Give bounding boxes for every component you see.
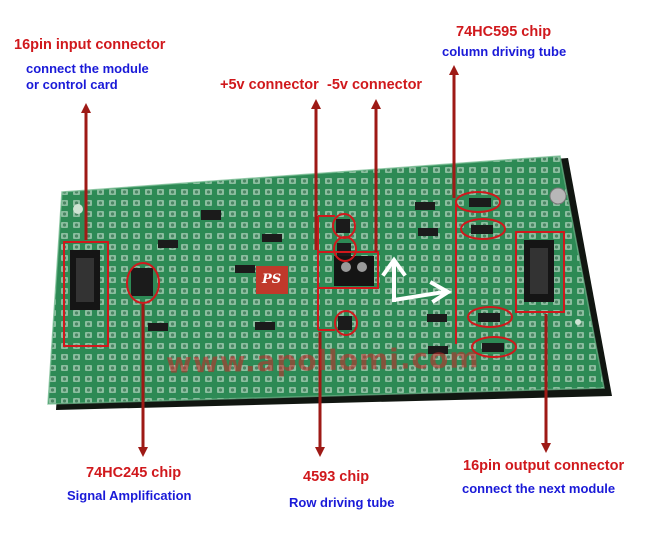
chip-74hc595 (478, 313, 500, 322)
smd-chip (148, 323, 168, 331)
output-connector-desc: connect the next module (462, 481, 616, 496)
chip-245-desc: Signal Amplification (67, 488, 192, 503)
chip-4593 (336, 219, 350, 233)
output-connector-box (515, 231, 565, 313)
minus5v-label: -5v connector (327, 77, 423, 93)
input-connector (70, 250, 100, 310)
board-logo-text: PS (262, 272, 282, 287)
chip-74hc245 (131, 268, 153, 296)
smd-chip (235, 265, 255, 273)
chip-245-title: 74HC245 chip (86, 465, 182, 481)
chip-595-ellipse (460, 218, 506, 240)
smd-chip (158, 240, 178, 248)
scan-direction-arrows (381, 256, 452, 304)
power-connector-box (317, 251, 379, 289)
chip-74hc595 (471, 225, 493, 234)
screw-post (549, 187, 567, 205)
chip-group (131, 198, 504, 354)
chip-74hc595 (482, 343, 504, 352)
output-connector (524, 240, 554, 302)
chip-595-title: 74HC595 chip (456, 24, 552, 40)
highlight-marks (63, 191, 565, 358)
input-connector-box (63, 241, 109, 347)
smd-chip (418, 228, 438, 236)
smd-chip (428, 346, 448, 354)
chip-4593-ellipse (334, 310, 358, 336)
input-connector-desc-1: connect the module (26, 61, 149, 76)
chip-4593 (337, 243, 351, 257)
output-connector-title: 16pin output connector (463, 458, 625, 474)
chip-595-ellipse (467, 306, 513, 328)
watermark: www.apollomi.com (165, 341, 480, 380)
input-connector-title: 16pin input connector (14, 37, 166, 53)
smd-chip (427, 314, 447, 322)
chip-595-desc: column driving tube (442, 44, 567, 59)
chip-595-ellipse (471, 336, 517, 358)
chip-4593-desc: Row driving tube (289, 495, 395, 510)
pointer-arrows (81, 65, 551, 457)
chip-4593 (338, 316, 352, 330)
chip-4593-ellipse (333, 236, 357, 262)
chip-245-ellipse (126, 262, 160, 304)
plus5v-label: +5v connector (220, 77, 319, 93)
chip-74hc595 (469, 198, 491, 207)
board-logo (256, 266, 288, 294)
chip-4593-title: 4593 chip (303, 469, 370, 485)
smd-chip (415, 202, 435, 210)
mounting-hole (73, 204, 83, 214)
input-connector-desc-2: or control card (26, 77, 118, 92)
smd-chip (262, 234, 282, 242)
jumper-switch (201, 210, 221, 220)
smd-chip (255, 322, 275, 330)
